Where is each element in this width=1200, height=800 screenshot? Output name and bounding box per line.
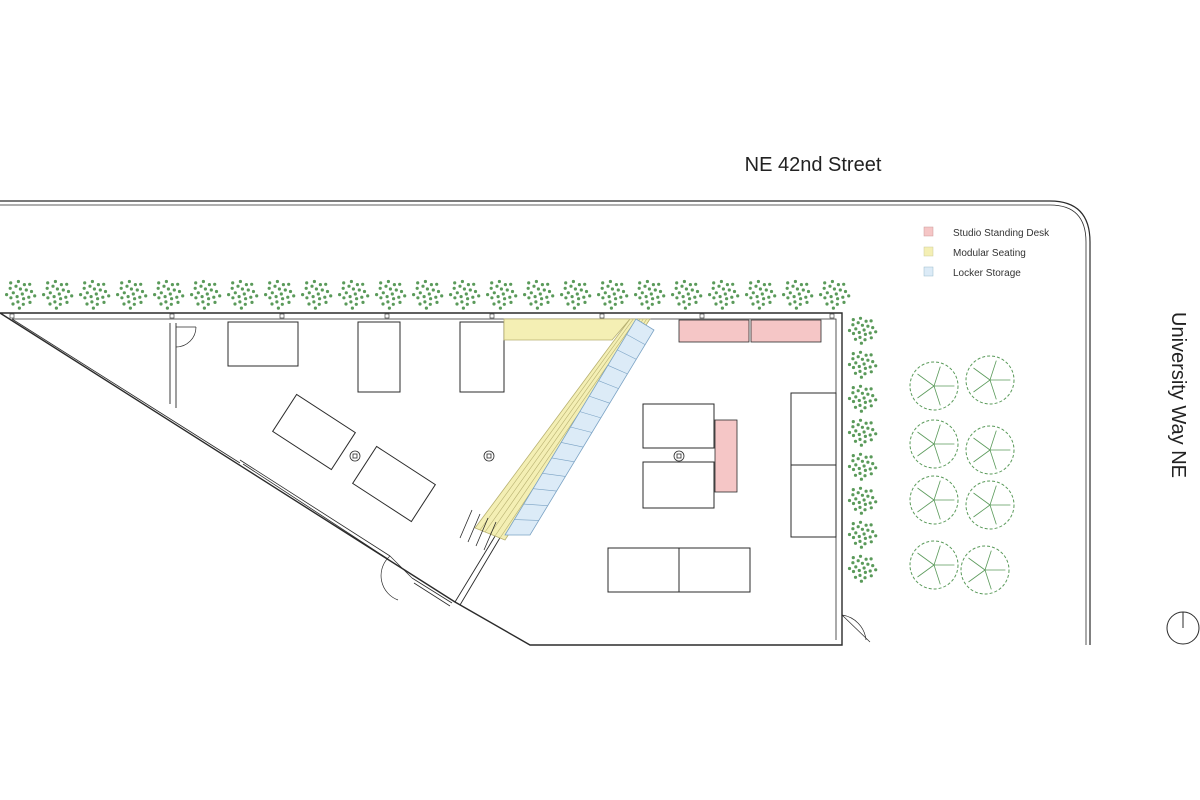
- standing-desks: [678, 319, 822, 493]
- shrub-icon: [190, 279, 222, 310]
- legend-swatch-modular-seating: [923, 246, 934, 257]
- legend-label-modular-seating: Modular Seating: [953, 248, 1026, 259]
- tree-icon: [965, 355, 1015, 405]
- shrub-icon: [449, 279, 481, 310]
- table: [607, 547, 680, 593]
- table-group-west: [227, 321, 505, 523]
- shrub-icon: [79, 279, 111, 310]
- shrub-icon: [847, 452, 878, 481]
- door-swing-icon: [175, 326, 197, 348]
- north-arrow-icon: [1166, 611, 1200, 645]
- legend-item-standing-desk: Studio Standing Desk: [923, 226, 1050, 239]
- shrub-icon: [708, 279, 740, 310]
- legend-swatch-standing-desk: [923, 226, 934, 237]
- shrub-icon: [116, 279, 148, 310]
- standing-desk: [714, 419, 738, 493]
- shrub-row: [5, 279, 878, 583]
- shrub-icon: [153, 279, 185, 310]
- shrub-icon: [264, 279, 296, 310]
- table-group-east: [607, 392, 837, 593]
- legend-swatch-locker-storage: [923, 266, 934, 277]
- shrub-icon: [819, 279, 851, 310]
- standing-desk: [750, 319, 822, 343]
- column-icon: [349, 450, 361, 462]
- tree-icon: [965, 425, 1015, 475]
- standing-desk: [678, 319, 750, 343]
- table: [271, 393, 357, 471]
- table: [459, 321, 505, 393]
- shrub-icon: [847, 316, 878, 345]
- shrub-icon: [671, 279, 703, 310]
- tree-icon: [909, 419, 959, 469]
- table: [790, 464, 837, 538]
- columns: [349, 450, 685, 462]
- table: [351, 445, 437, 523]
- shrub-icon: [634, 279, 666, 310]
- window-band: [239, 459, 391, 560]
- building-outline: [0, 312, 843, 646]
- legend-item-modular-seating: Modular Seating: [923, 246, 1026, 259]
- table: [642, 403, 715, 449]
- curb-line: [0, 200, 1091, 645]
- shrub-icon: [486, 279, 518, 310]
- shrub-icon: [847, 486, 878, 515]
- legend: Studio Standing Desk Modular Seating Loc…: [923, 226, 1050, 279]
- tree-icon: [909, 361, 959, 411]
- locker-storage: [504, 318, 655, 536]
- shrub-icon: [301, 279, 333, 310]
- tree-icon: [960, 545, 1010, 595]
- shrub-icon: [782, 279, 814, 310]
- legend-label-locker-storage: Locker Storage: [953, 268, 1021, 279]
- shrub-icon: [375, 279, 407, 310]
- shrub-icon: [338, 279, 370, 310]
- window-band-2: [411, 577, 453, 607]
- legend-item-locker-storage: Locker Storage: [923, 266, 1021, 279]
- shrub-icon: [560, 279, 592, 310]
- shrub-icon: [847, 384, 878, 413]
- shrub-icon: [847, 418, 878, 447]
- entry-jamb: [454, 527, 505, 606]
- shrub-icon: [412, 279, 444, 310]
- entry-steps: [459, 509, 497, 551]
- tree-cluster: [909, 355, 1015, 595]
- street-label-ne-42nd: NE 42nd Street: [745, 154, 882, 176]
- locker-dividers: [514, 334, 646, 521]
- diagonal-wall-inner: [11, 318, 241, 464]
- shrub-icon: [847, 350, 878, 379]
- table: [642, 461, 715, 509]
- seating-top-arm: [503, 318, 631, 341]
- column-icon: [673, 450, 685, 462]
- shrub-icon: [847, 554, 878, 583]
- column-icon: [483, 450, 495, 462]
- table: [357, 321, 401, 393]
- locker-band: [504, 318, 655, 536]
- vestibule-wall: [169, 323, 177, 408]
- table: [227, 321, 299, 367]
- shrub-icon: [5, 279, 37, 310]
- tree-icon: [909, 540, 959, 590]
- shrub-icon: [847, 520, 878, 549]
- east-door-swing-icon: [841, 614, 871, 643]
- shrub-icon: [42, 279, 74, 310]
- shrub-icon: [745, 279, 777, 310]
- table: [678, 547, 751, 593]
- shrub-icon: [597, 279, 629, 310]
- shrub-icon: [227, 279, 259, 310]
- legend-label-standing-desk: Studio Standing Desk: [953, 228, 1050, 239]
- tree-icon: [909, 475, 959, 525]
- curb-line-inner: [0, 204, 1087, 645]
- street-label-university-way: University Way NE: [1167, 312, 1189, 478]
- tree-icon: [965, 480, 1015, 530]
- wall-mullions: [9, 313, 835, 319]
- table: [790, 392, 837, 466]
- entry-door-swing-icon: [380, 555, 413, 601]
- shrub-icon: [523, 279, 555, 310]
